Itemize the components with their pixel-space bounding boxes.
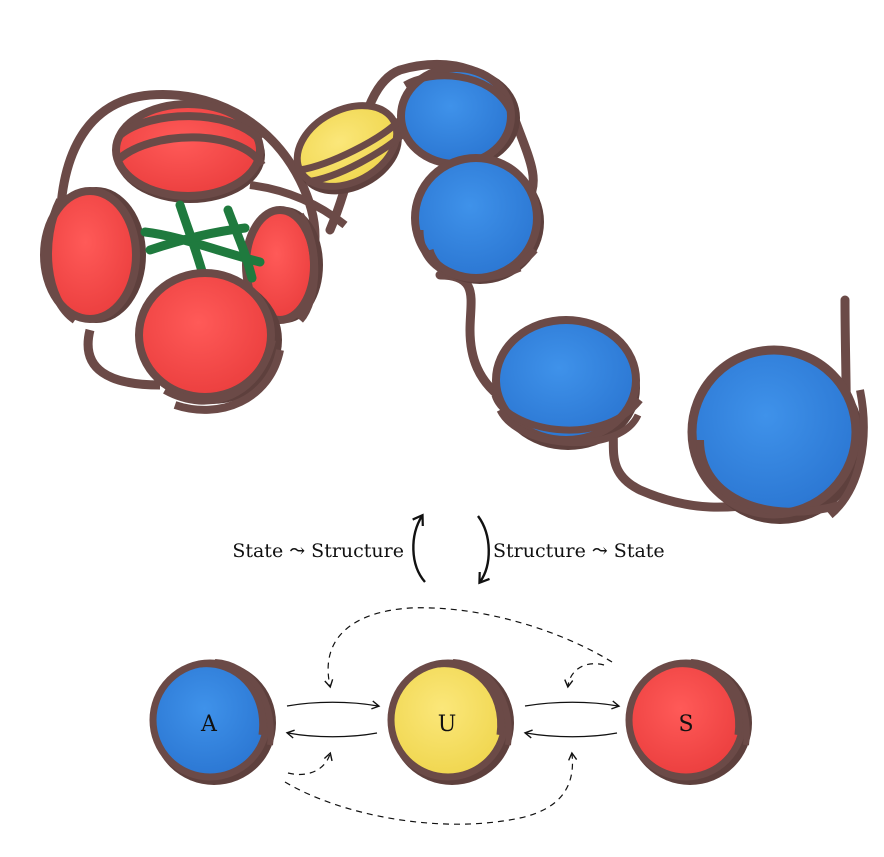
nucleosome-blue bbox=[411, 154, 544, 284]
state-label-u: U bbox=[438, 712, 457, 737]
nucleosome-blue bbox=[491, 316, 643, 450]
state-model: A U S bbox=[149, 607, 752, 825]
right-arrow-label: Structure ⤳ State bbox=[493, 540, 665, 562]
arrow-u-to-s bbox=[524, 700, 621, 710]
state-structure-arrows: State ⤳ Structure Structure ⤳ State bbox=[232, 513, 665, 585]
state-node-u: U bbox=[387, 659, 514, 785]
nucleosome-red bbox=[40, 187, 146, 324]
nucleosome-blue bbox=[687, 345, 868, 524]
arrow-u-to-a bbox=[285, 729, 378, 739]
nucleosome-blue bbox=[397, 64, 520, 168]
dashed-a-to-s-u bbox=[284, 751, 578, 825]
state-label-a: A bbox=[200, 712, 218, 737]
state-label-s: S bbox=[678, 712, 693, 737]
left-arrow-label: State ⤳ Structure bbox=[232, 540, 404, 562]
state-node-s: S bbox=[625, 659, 752, 785]
chromatin-illustration bbox=[40, 59, 868, 524]
nucleosome-yellow bbox=[293, 102, 405, 195]
silent-nucleosome-cluster bbox=[40, 89, 323, 414]
arrow-up bbox=[412, 513, 426, 583]
transition-arrows bbox=[285, 700, 621, 739]
arrow-a-to-u bbox=[286, 700, 381, 710]
state-node-a: A bbox=[149, 659, 276, 785]
nucleosome-red bbox=[112, 100, 266, 203]
dna-linker bbox=[249, 181, 348, 229]
arrow-s-to-u bbox=[523, 729, 618, 739]
dashed-s-short bbox=[564, 663, 605, 689]
dashed-s-to-a-u bbox=[324, 607, 613, 689]
nucleosome-red bbox=[135, 269, 284, 414]
recruitment-arrows bbox=[284, 607, 613, 825]
dashed-a-short bbox=[287, 751, 333, 775]
dna-loop bbox=[83, 328, 161, 390]
arrow-down bbox=[477, 515, 490, 585]
nucleosome-red bbox=[242, 206, 323, 324]
